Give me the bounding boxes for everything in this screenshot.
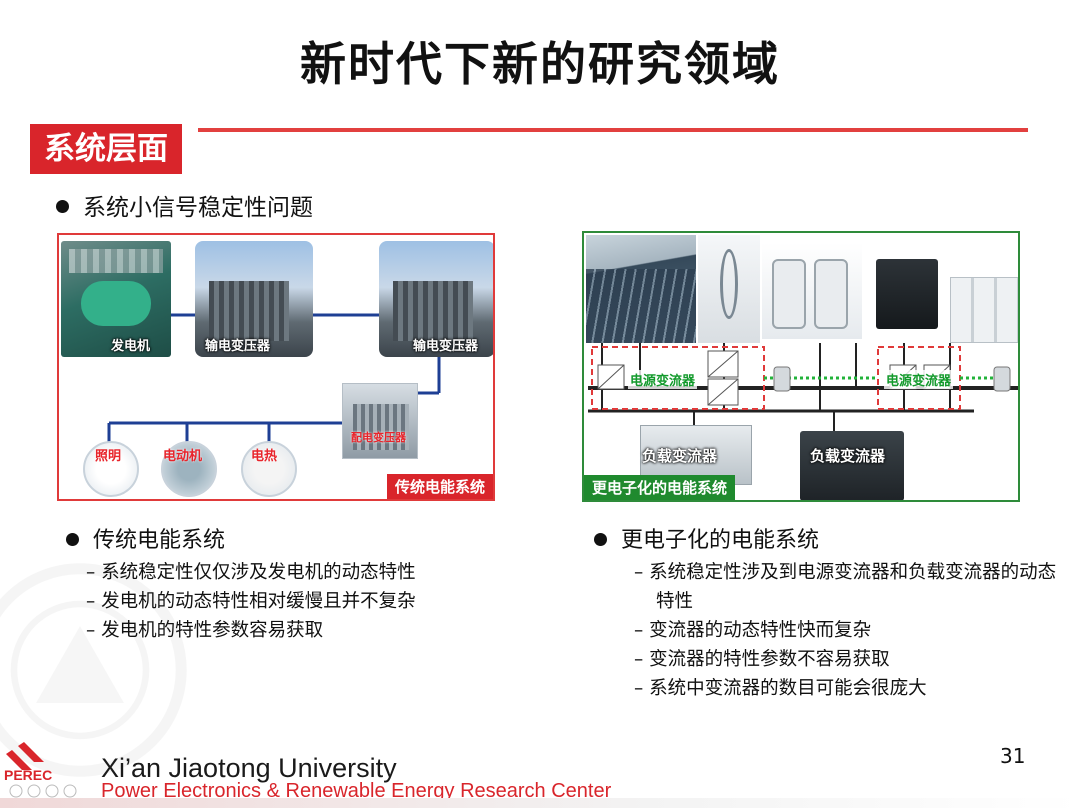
distribution-transformer-photo (342, 383, 418, 459)
footer-bar (0, 798, 1080, 808)
electronic-system-notes: 更电子化的电能系统 – 系统稳定性涉及到电源变流器和负载变流器的动态特性 – 变… (594, 522, 1064, 703)
bullet-dot-icon (56, 200, 69, 213)
bullet-dot-icon (66, 532, 79, 546)
transformer-photo-2 (379, 241, 493, 357)
lighting-photo (83, 441, 139, 497)
fuel-cell-photo (762, 243, 862, 339)
main-bullet-text: 系统小信号稳定性问题 (83, 195, 313, 221)
electronic-system-diagram: 电源变流器 电源变流器 负载变流器 负载变流器 更电子化的电能系统 (582, 231, 1020, 502)
motor-photo (161, 441, 217, 497)
solar-panel-photo (586, 235, 696, 343)
generator-label: 发电机 (111, 339, 151, 354)
list-item: – 系统中变流器的数目可能会很庞大 (634, 678, 927, 699)
transformer-label-1: 输电变压器 (205, 339, 271, 354)
transformer-photo-1 (195, 241, 313, 357)
heating-photo (241, 441, 297, 497)
load-converter-label-2: 负载变流器 (810, 447, 886, 465)
traditional-system-notes: 传统电能系统 – 系统稳定性仅仅涉及发电机的动态特性 – 发电机的动态特性相对缓… (66, 522, 546, 645)
page-number: 31 (1000, 744, 1026, 768)
heating-label: 电热 (251, 449, 278, 464)
wind-turbine-photo (698, 235, 760, 343)
generator-photo (61, 241, 171, 357)
lighting-label: 照明 (95, 449, 122, 464)
svg-text:PEREC: PEREC (4, 767, 52, 783)
battery-photo (950, 277, 1018, 343)
university-seal-watermark (0, 563, 187, 777)
footer-research-center: Power Electronics & Renewable Energy Res… (101, 780, 612, 802)
traditional-system-caption: 传统电能系统 (386, 474, 493, 499)
source-converter-label-1: 电源变流器 (628, 370, 698, 389)
traditional-system-diagram: 发电机 输电变压器 输电变压器 配电变压器 照明 电动机 电热 传统电能系统 (57, 233, 495, 501)
motor-label: 电动机 (163, 449, 203, 464)
section-tab: 系统层面 (30, 124, 182, 174)
page-title: 新时代下新的研究领域 (300, 37, 780, 91)
list-item: – 系统稳定性涉及到电源变流器和负载变流器的动态特性 (634, 562, 1057, 612)
electronic-system-caption: 更电子化的电能系统 (584, 475, 736, 500)
list-item: – 变流器的特性参数不容易获取 (634, 649, 890, 670)
section-divider (198, 128, 1028, 132)
list-item: – 系统稳定性仅仅涉及发电机的动态特性 (86, 562, 416, 583)
bullet-dot-icon (594, 532, 607, 546)
ups-photo (876, 259, 938, 329)
main-bullet: 系统小信号稳定性问题 (56, 188, 313, 222)
footer-university: Xi’an Jiaotong University (101, 753, 397, 783)
source-converter-label-2: 电源变流器 (884, 370, 954, 389)
electronic-heading: 更电子化的电能系统 (594, 522, 1064, 554)
list-item: – 发电机的动态特性相对缓慢且并不复杂 (86, 591, 416, 612)
transformer-label-2: 输电变压器 (413, 339, 479, 354)
traditional-heading: 传统电能系统 (66, 522, 546, 554)
load-converter-photo-2 (800, 431, 904, 500)
list-item: – 变流器的动态特性快而复杂 (634, 620, 872, 641)
list-item: – 发电机的特性参数容易获取 (86, 620, 324, 641)
perec-logo-icon: PEREC (4, 742, 77, 798)
distribution-transformer-label: 配电变压器 (351, 431, 406, 444)
load-converter-label-1: 负载变流器 (642, 447, 718, 465)
